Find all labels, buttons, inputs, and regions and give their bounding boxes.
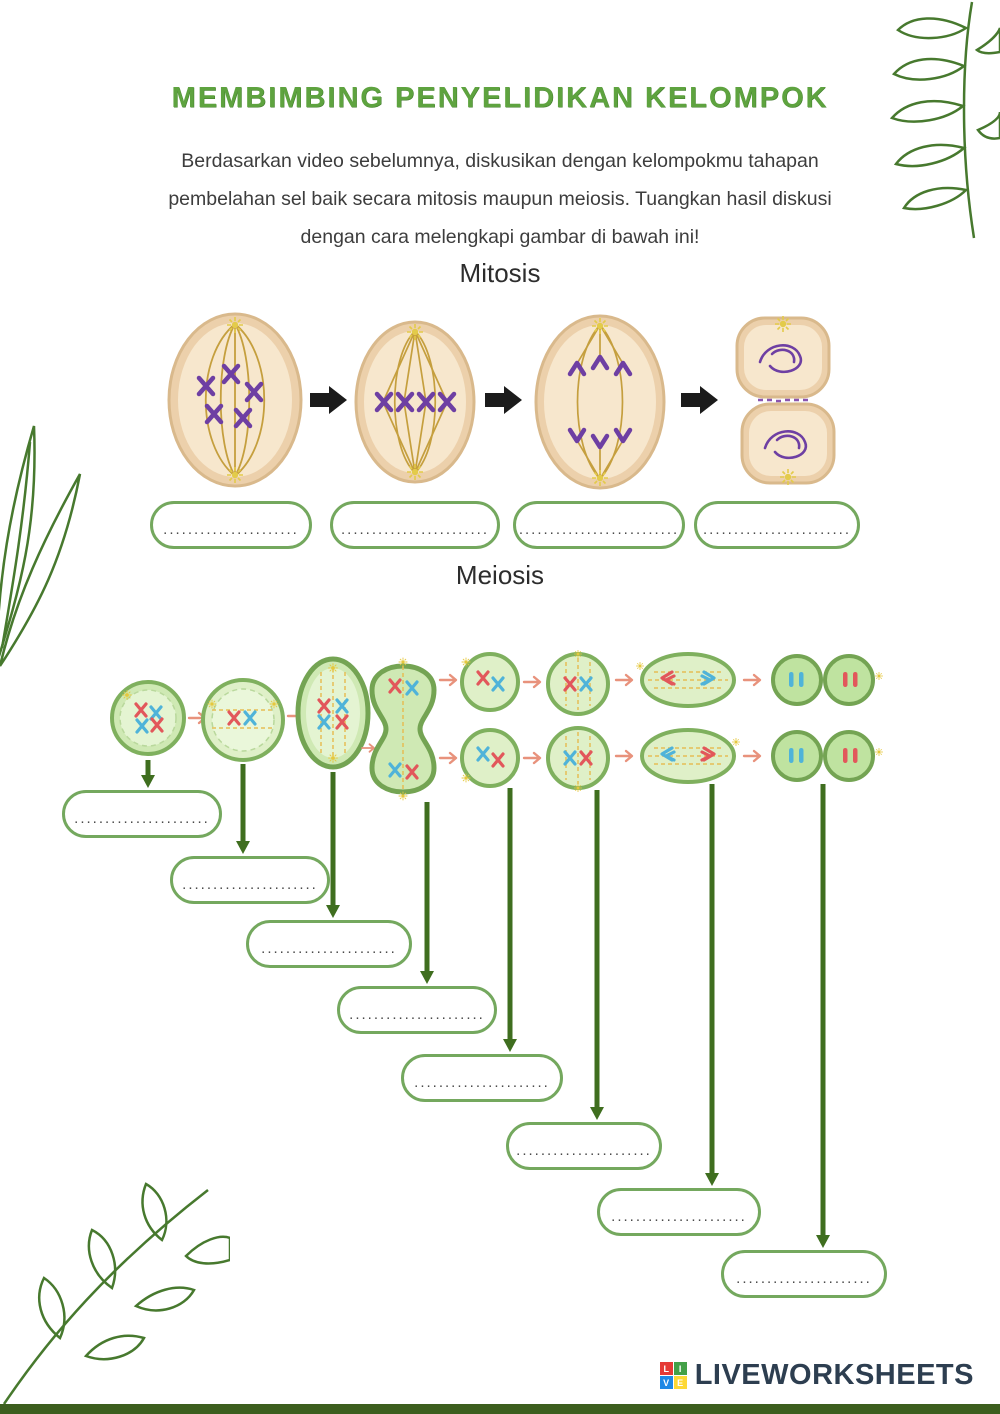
mitosis-answer-box-4[interactable]: ........................ [694,501,860,549]
instructions-line-3: dengan cara melengkapi gambar di bawah i… [300,226,700,248]
meiosis-diagram [110,649,884,1248]
logo-letter-i: I [673,1362,687,1375]
mitosis-answer-box-1[interactable]: ...................... [150,501,312,549]
mitosis-answer-box-3[interactable]: .......................... [513,501,685,549]
answer-dots: ........................ [702,520,852,538]
meiosis-answer-box-1[interactable]: ...................... [62,790,222,838]
logo-letter-l: L [659,1362,673,1375]
mitosis-stage-3-cell [534,314,666,490]
meiosis-answer-box-7[interactable]: ...................... [597,1188,761,1236]
meiosis-arrow-6-7-top [614,673,634,687]
meiosis-stage-6 [546,649,610,793]
liveworksheets-logo[interactable]: L I V E LIVEWORKSHEETS [659,1359,974,1392]
answer-dots: .......................... [518,520,680,538]
meiosis-arrow-4-5-bottom [438,751,458,765]
meiosis-arrow-5-6-bottom [522,751,542,765]
liveworksheets-grid-icon: L I V E [659,1362,687,1389]
mitosis-diagram [167,312,836,490]
meiosis-answer-box-3[interactable]: ...................... [246,920,412,968]
answer-dots: ...................... [516,1141,652,1159]
answer-dots: ...................... [74,809,210,827]
page-title: MEMBIMBING PENYELIDIKAN KELOMPOK [171,82,829,114]
meiosis-arrow-7-8-top [742,673,762,687]
bottom-bar [0,1404,1000,1414]
answer-dots: ...................... [182,875,318,893]
meiosis-answer-box-8[interactable]: ...................... [721,1250,887,1298]
logo-letter-v: V [659,1376,673,1389]
meiosis-answer-box-2[interactable]: ...................... [170,856,330,904]
instructions-line-2: pembelahan sel baik secara mitosis maupu… [168,188,832,210]
answer-dots: ...................... [414,1073,550,1091]
meiosis-stage-5 [460,652,520,788]
instructions-line-1: Berdasarkan video sebelumnya, diskusikan… [181,150,819,172]
mitosis-stage-2-cell [354,320,476,484]
meiosis-arrow-6-7-bottom [614,749,634,763]
answer-dots: ........................ [340,520,490,538]
mitosis-arrow-3 [681,386,718,414]
mitosis-arrow-1 [310,386,347,414]
leaf-decoration-left [0,425,82,667]
meiosis-answer-box-6[interactable]: ...................... [506,1122,662,1170]
mitosis-stage-1-cell [167,312,303,488]
meiosis-answer-box-4[interactable]: ...................... [337,986,497,1034]
leaf-decoration-top-right [889,1,1000,239]
meiosis-stage-7 [635,652,741,784]
meiosis-answer-box-5[interactable]: ...................... [401,1054,563,1102]
mitosis-stage-4-cells [735,315,836,486]
mitosis-answer-box-2[interactable]: ........................ [330,501,500,549]
logo-letter-e: E [673,1376,687,1389]
meiosis-arrow-5-6-top [522,675,542,689]
instructions: Berdasarkan video sebelumnya, diskusikan… [100,142,900,256]
meiosis-arrow-7-8-bottom [742,749,762,763]
answer-dots: ...................... [349,1005,485,1023]
mitosis-heading: Mitosis [459,258,541,288]
meiosis-stage-2 [201,678,285,762]
meiosis-stage-4 [369,657,437,801]
mitosis-arrow-2 [485,386,522,414]
liveworksheets-brand-text: LIVEWORKSHEETS [694,1359,974,1391]
meiosis-stage-1 [110,680,186,756]
answer-dots: ...................... [261,939,397,957]
answer-dots: ...................... [611,1207,747,1225]
meiosis-stage-8 [771,654,884,782]
meiosis-arrow-4-5-top [438,673,458,687]
meiosis-connector-arrows [141,760,830,1248]
answer-dots: ...................... [163,520,299,538]
answer-dots: ...................... [736,1269,872,1287]
leaf-decoration-bottom-left [2,1182,230,1405]
meiosis-heading: Meiosis [455,560,545,590]
meiosis-stage-3 [295,656,371,770]
